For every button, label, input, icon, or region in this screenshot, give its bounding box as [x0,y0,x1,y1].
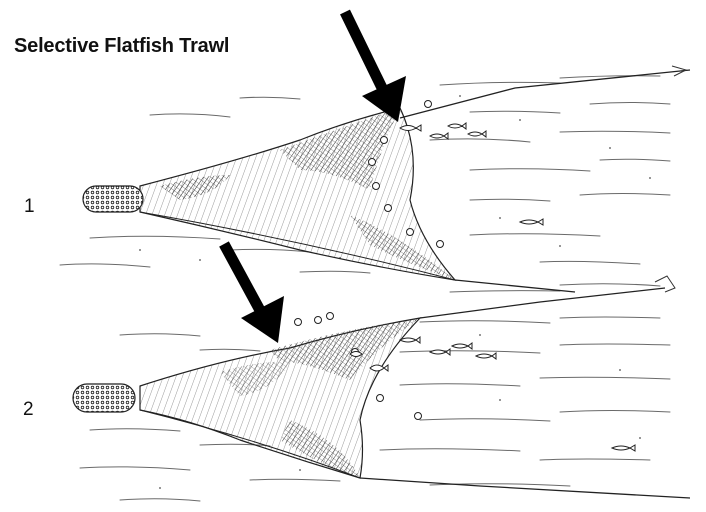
fish-group-1 [400,123,543,225]
tow-warp-upper-1 [400,70,690,118]
codend-2 [73,384,135,412]
tow-warp-lower-2 [360,478,690,498]
arrow-2 [224,244,284,343]
arrow-1 [345,12,406,122]
tow-warp-upper-2 [420,288,665,318]
fish-group-2 [350,337,635,451]
trawl-net-2 [73,276,690,498]
codend-1 [83,186,143,212]
